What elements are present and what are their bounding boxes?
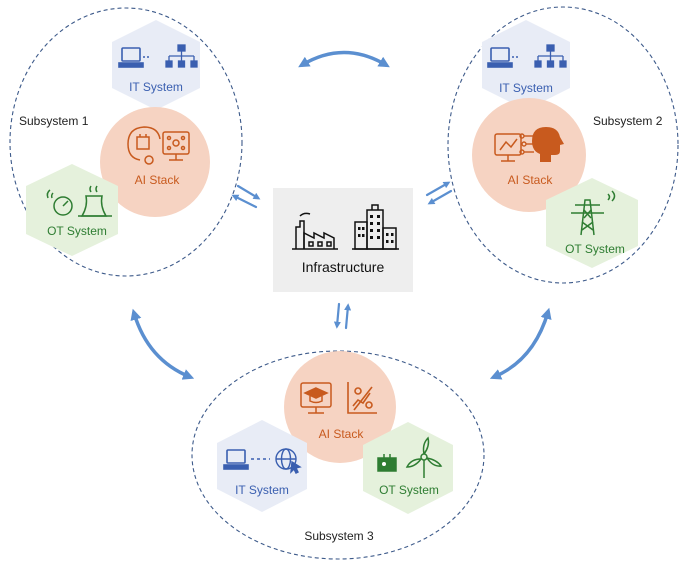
subsystem-2-boundary xyxy=(447,6,679,284)
arrow-subsystem1-subsystem3 xyxy=(130,308,195,380)
percent-chart-icon xyxy=(347,382,377,414)
it-system-label: IT System xyxy=(129,80,183,94)
subsystem-3-boundary xyxy=(191,350,485,560)
ot-system-hexagon xyxy=(26,164,118,256)
arrow-subsystem2-subsystem3 xyxy=(489,307,552,380)
ai-head-circuit-icon xyxy=(519,127,564,162)
arrow-subsystem3-to-infrastructure xyxy=(344,303,352,330)
infrastructure-label: Infrastructure xyxy=(302,259,385,275)
subsystem-1: IT System AI Stack OT System Subsyste xyxy=(19,20,210,256)
arrow-subsystem2-to-infrastructure xyxy=(427,189,453,205)
ot-system-label: OT System xyxy=(565,242,625,256)
subsystem-label: Subsystem 1 xyxy=(19,114,89,128)
wind-turbine-icon xyxy=(405,436,443,478)
subsystem-1-boundary xyxy=(9,7,243,277)
it-system-hexagon xyxy=(217,420,307,512)
subsystem-3: AI Stack IT System OT System S xyxy=(217,351,453,543)
computer-icon xyxy=(118,47,150,68)
it-system-label: IT System xyxy=(499,81,553,95)
subsystem-label: Subsystem 3 xyxy=(304,529,374,543)
education-monitor-icon xyxy=(300,382,332,414)
control-box-icon xyxy=(377,454,397,472)
arrow-infrastructure-to-subsystem2 xyxy=(425,181,451,197)
ot-system-hexagon xyxy=(363,422,453,514)
computer-icon xyxy=(223,449,270,470)
arrow-subsystem1-to-infrastructure xyxy=(236,184,261,200)
ai-stack-label: AI Stack xyxy=(135,173,181,187)
ai-stack-circle xyxy=(472,98,586,212)
ai-stack-circle xyxy=(284,351,396,463)
ot-system-label: OT System xyxy=(47,224,107,238)
arrow-subsystem1-subsystem2 xyxy=(298,50,390,68)
city-buildings-icon xyxy=(352,204,399,250)
infrastructure: Infrastructure xyxy=(273,188,413,292)
gauge-icon xyxy=(46,189,73,216)
subsystem-2: IT System AI Stack OT System Subsy xyxy=(472,20,663,268)
it-system-label: IT System xyxy=(235,483,289,497)
arrow-infrastructure-to-subsystem1 xyxy=(231,194,258,209)
connection-arrows xyxy=(130,50,552,380)
neural-network-monitor-icon xyxy=(162,131,190,161)
ai-stack-label: AI Stack xyxy=(508,173,554,187)
subsystem-label: Subsystem 2 xyxy=(593,114,663,128)
network-hierarchy-icon xyxy=(165,44,198,68)
it-system-hexagon xyxy=(112,20,200,110)
it-system-hexagon xyxy=(482,20,570,110)
ai-head-chip-icon xyxy=(127,126,161,165)
globe-cursor-icon xyxy=(275,448,302,474)
factory-icon xyxy=(292,212,338,250)
ai-stack-label: AI Stack xyxy=(319,427,365,441)
ai-stack-circle xyxy=(100,107,210,217)
analytics-monitor-icon xyxy=(494,133,522,162)
arrow-infrastructure-to-subsystem3 xyxy=(333,302,341,329)
network-hierarchy-icon xyxy=(534,44,567,68)
ot-system-label: OT System xyxy=(379,483,439,497)
power-tower-icon xyxy=(571,190,616,236)
cooling-tower-icon xyxy=(78,185,112,217)
computer-icon xyxy=(487,47,519,68)
